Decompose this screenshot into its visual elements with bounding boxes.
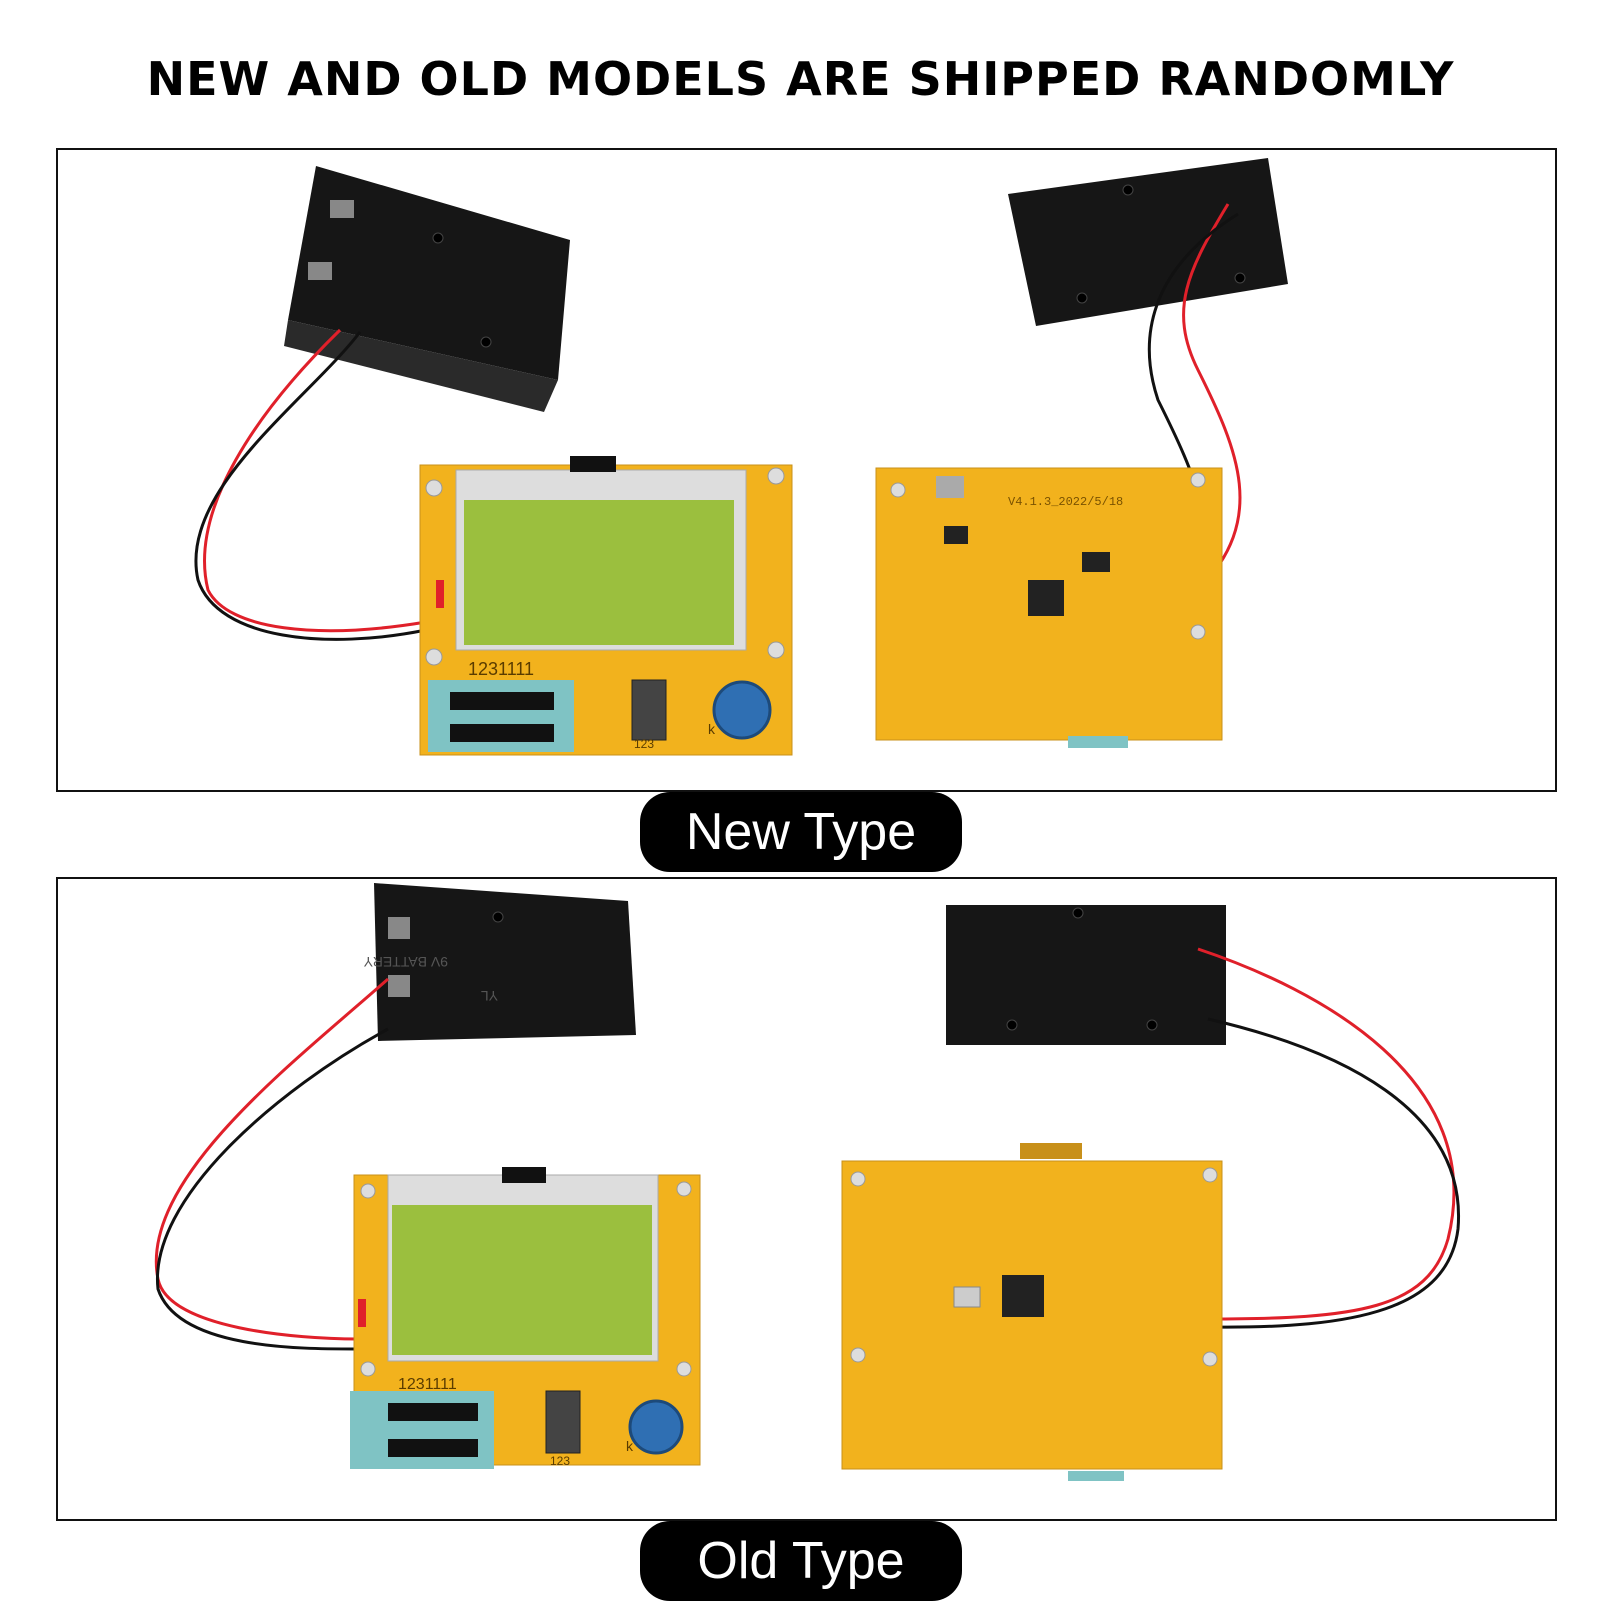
pins-label-new: 1231111 [468, 659, 534, 679]
socket-pins-new: 123 [634, 737, 654, 751]
battery-holder-left [284, 166, 570, 412]
wire-black-left-old [156, 1027, 389, 1351]
pcb-back-new: V4.1.3_2022/5/18 [875, 467, 1223, 748]
new-type-label: New Type [640, 792, 962, 872]
battery-brand: YL [481, 988, 498, 1004]
wire-black-right-old [1207, 1017, 1460, 1329]
wire-red-right [1182, 203, 1242, 592]
pcb-back-old [841, 1143, 1223, 1481]
pcb-front-old: 1231111 123 k [350, 1167, 701, 1469]
new-type-illustration: 1231111 123 k V4.1.3_2022/5/18 [194, 158, 1288, 756]
battery-holder-right [1008, 158, 1288, 326]
wire-black-left [194, 331, 427, 641]
headline: NEW AND OLD MODELS ARE SHIPPED RANDOMLY [146, 52, 1455, 106]
old-type-label: Old Type [640, 1521, 962, 1601]
button-mark-new: k [708, 721, 716, 737]
version-label: V4.1.3_2022/5/18 [1008, 495, 1123, 509]
old-type-illustration: 9V BATTERY YL 1231111 123 k [154, 883, 1460, 1481]
wire-red-left [203, 328, 427, 633]
battery-holder-right-old [946, 905, 1226, 1045]
wire-red-right-old [1197, 947, 1456, 1321]
pcb-front-new: 1231111 123 k [419, 456, 793, 756]
battery-holder-left-old: 9V BATTERY YL [363, 883, 636, 1041]
wire-red-left-old [154, 977, 389, 1341]
button-mark-old: k [626, 1438, 634, 1454]
new-type-panel: 1231111 123 k V4.1.3_2022/5/18 [56, 148, 1557, 792]
battery-marking: 9V BATTERY [363, 954, 448, 970]
pins-label-old: 1231111 [398, 1376, 457, 1393]
socket-pins-old: 123 [550, 1454, 570, 1468]
old-type-panel: 9V BATTERY YL 1231111 123 k [56, 877, 1557, 1521]
